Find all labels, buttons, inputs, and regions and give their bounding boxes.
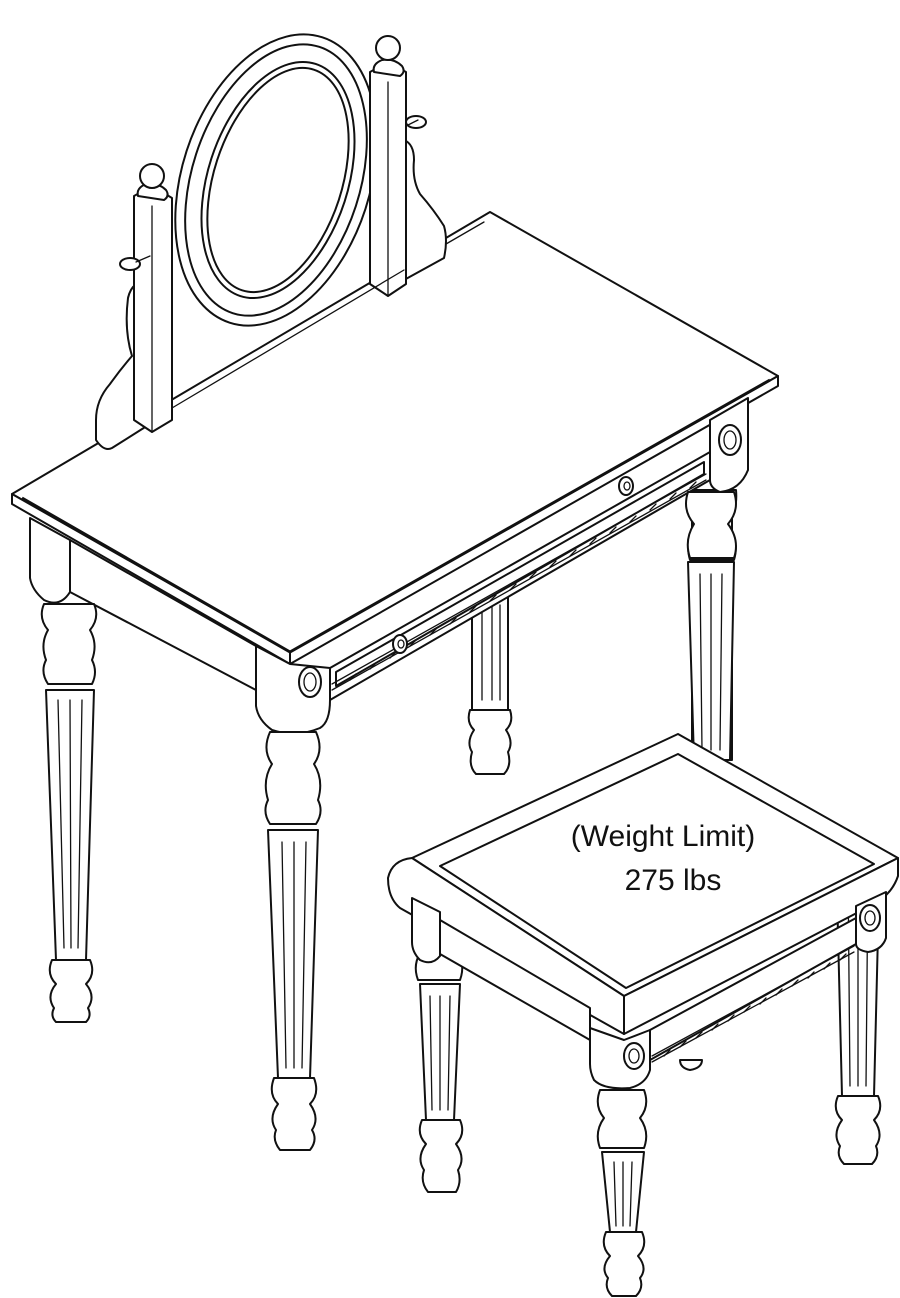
stool-corner-block-front xyxy=(589,1027,651,1090)
weight-limit-label: (Weight Limit) 275 lbs xyxy=(571,820,755,897)
oval-mirror-icon xyxy=(95,33,485,450)
weight-limit-value: 275 lbs xyxy=(625,864,722,897)
table-corner-block-left xyxy=(29,517,71,604)
weight-limit-heading: (Weight Limit) xyxy=(571,820,755,853)
vanity-table-icon xyxy=(11,211,779,1151)
stool-leg-back-left xyxy=(414,919,464,1193)
drawer-knob-left xyxy=(392,634,408,654)
drawer-knob-right xyxy=(618,476,634,496)
table-leg-back-middle xyxy=(467,589,513,775)
table-leg-front-center xyxy=(264,731,322,1151)
table-leg-front-left xyxy=(40,603,98,1023)
stool-corner-block-right xyxy=(855,891,887,953)
stool-leg-front xyxy=(596,1089,648,1297)
stool-icon xyxy=(387,733,899,1297)
table-leg-front-right xyxy=(685,491,737,761)
